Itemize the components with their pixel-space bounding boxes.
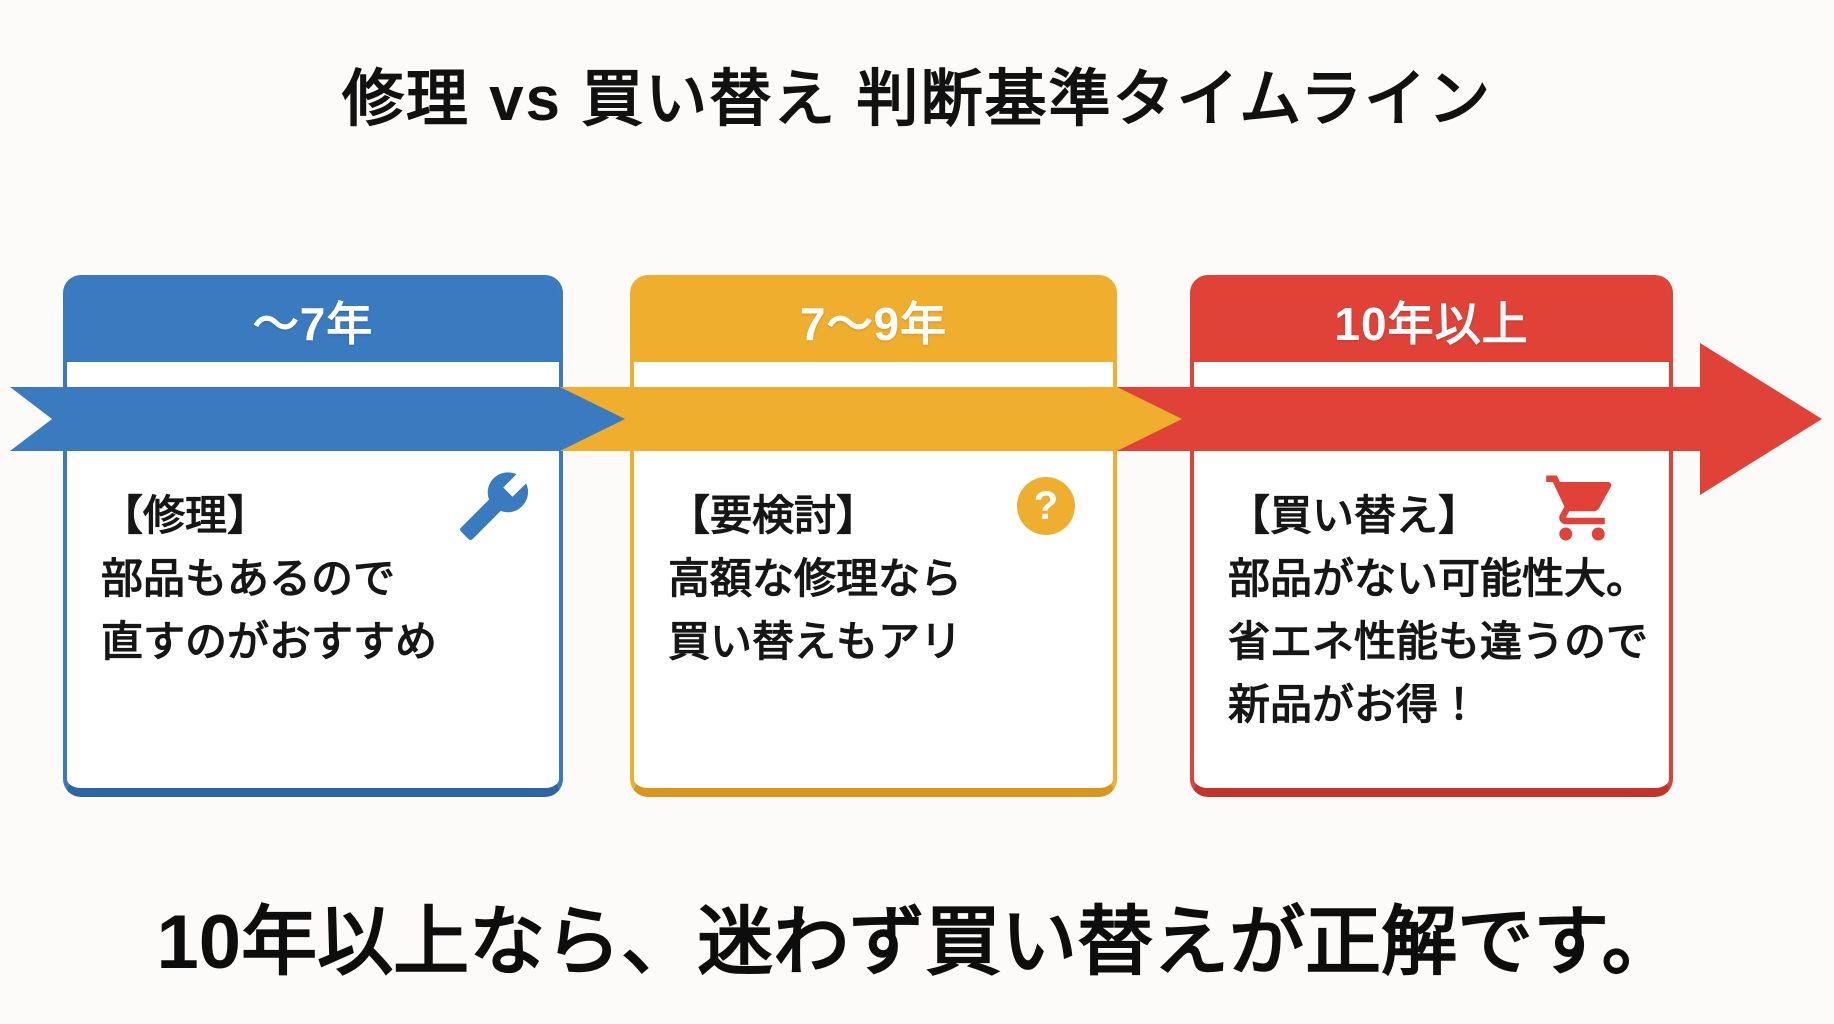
card-line: 部品もあるので [101,555,396,602]
card-line: 省エネ性能も違うので [1228,618,1649,665]
card-line: 新品がお得！ [1228,681,1481,728]
period-label: 10年以上 [1334,297,1529,350]
card-line: 買い替えもアリ [668,618,963,665]
card-line: 直すのがおすすめ [101,618,438,665]
period-label: ～7年 [252,297,374,350]
card-line: 高額な修理なら [668,555,963,602]
timeline-card-consider: 7～9年 【要検討】 高額な修理なら 買い替えもアリ ? [630,275,1117,797]
question-glyph: ? [1033,483,1059,528]
conclusion-text: 10年以上なら、迷わず買い替えが正解です。 [156,900,1678,985]
card-label: 【要検討】 [668,492,879,539]
card-label: 【修理】 [101,492,270,539]
timeline-card-replace: 10年以上 【買い替え】 部品がない可能性大。 省エネ性能も違うので 新品がお得… [1190,275,1673,797]
timeline-card-repair: ～7年 【修理】 部品もあるので 直すのがおすすめ [63,275,563,797]
card-line: 部品がない可能性大。 [1228,555,1649,602]
question-icon: ? [1017,477,1075,535]
card-body-text: 【要検討】 高額な修理なら 買い替えもアリ [668,484,1093,673]
card-body-text: 【修理】 部品もあるので 直すのがおすすめ [101,484,539,673]
card-period-header: 7～9年 [634,279,1113,362]
page-title: 修理 vs 買い替え 判断基準タイムライン [341,65,1493,134]
card-period-header: 10年以上 [1194,279,1669,362]
card-body-text: 【買い替え】 部品がない可能性大。 省エネ性能も違うので 新品がお得！ [1228,484,1649,736]
card-label: 【買い替え】 [1228,492,1481,539]
card-period-header: ～7年 [67,279,559,362]
cart-icon [1543,469,1621,547]
wrench-icon [457,469,531,543]
period-label: 7～9年 [799,297,948,350]
